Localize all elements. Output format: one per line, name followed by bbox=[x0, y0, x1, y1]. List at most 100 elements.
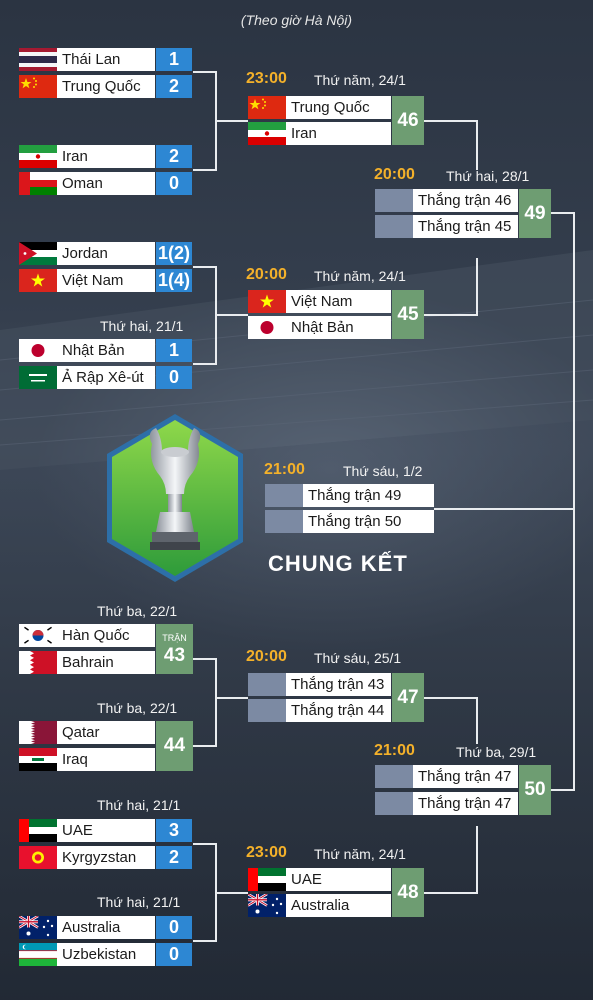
match-date: Thứ hai, 21/1 bbox=[97, 797, 181, 813]
qf-4-away: Australia bbox=[248, 894, 391, 917]
r16-2-away: Oman bbox=[19, 172, 155, 195]
match-number: 44 bbox=[163, 735, 186, 756]
r16-4-home: Nhật Bản bbox=[19, 339, 155, 362]
match-47-badge: 47 bbox=[392, 673, 424, 722]
uae-flag-icon bbox=[248, 868, 286, 891]
r16-4-away: Ả Rập Xê-út bbox=[19, 366, 155, 389]
score: 1(2) bbox=[156, 242, 192, 265]
oman-flag-icon bbox=[19, 172, 57, 195]
match-number: 43 bbox=[163, 644, 186, 666]
r16-8-home: Australia bbox=[19, 916, 155, 939]
kyrgyzstan-flag-icon bbox=[19, 846, 57, 869]
match-date: Thứ năm, 24/1 bbox=[314, 846, 406, 862]
match-49-badge: 49 bbox=[519, 189, 551, 238]
iraq-flag-icon bbox=[19, 748, 57, 771]
team-name: Australia bbox=[291, 897, 350, 914]
placeholder-flag bbox=[375, 215, 413, 238]
korea-flag-icon bbox=[19, 624, 57, 647]
team-name: Thái Lan bbox=[62, 51, 121, 68]
team-name: Thắng trận 45 bbox=[418, 218, 512, 235]
vietnam-flag-icon bbox=[248, 290, 286, 313]
qatar-flag-icon bbox=[19, 721, 57, 744]
iran-flag-icon bbox=[248, 122, 286, 145]
team-name: Iran bbox=[291, 125, 317, 142]
team-name: UAE bbox=[291, 871, 322, 888]
match-date: Thứ sáu, 25/1 bbox=[314, 650, 402, 666]
team-name: Trung Quốc bbox=[62, 78, 141, 95]
team-name: Thắng trận 46 bbox=[418, 192, 512, 209]
match-date: Thứ hai, 21/1 bbox=[97, 894, 181, 910]
placeholder-flag bbox=[375, 765, 413, 788]
score: 1(4) bbox=[156, 269, 192, 292]
score: 2 bbox=[156, 75, 192, 98]
r16-1-away: Trung Quốc bbox=[19, 75, 155, 98]
qf-2-away: Nhật Bản bbox=[248, 316, 391, 339]
match-45-badge: 45 bbox=[392, 290, 424, 339]
match-46-badge: 46 bbox=[392, 96, 424, 145]
final-home: Thắng trận 49 bbox=[265, 484, 434, 507]
uzbekistan-flag-icon bbox=[19, 943, 57, 966]
team-name: Iran bbox=[62, 148, 88, 165]
match-time: 21:00 bbox=[264, 461, 305, 478]
match-date: Thứ năm, 24/1 bbox=[314, 72, 406, 88]
match-date: Thứ ba, 22/1 bbox=[97, 603, 178, 619]
r16-3-home: Jordan bbox=[19, 242, 155, 265]
score: 0 bbox=[156, 943, 192, 966]
sf-1-home: Thắng trận 46 bbox=[375, 189, 518, 212]
placeholder-flag bbox=[248, 673, 286, 696]
china-flag-icon bbox=[19, 75, 57, 98]
team-name: Jordan bbox=[62, 245, 108, 262]
placeholder-flag bbox=[265, 484, 303, 507]
match-time: 23:00 bbox=[246, 844, 287, 861]
match-label: TRẬN bbox=[162, 632, 187, 643]
score: 1 bbox=[156, 48, 192, 71]
r16-6-away: Iraq bbox=[19, 748, 155, 771]
score: 2 bbox=[156, 145, 192, 168]
final-label: CHUNG KẾT bbox=[268, 551, 408, 576]
team-name: Hàn Quốc bbox=[62, 627, 130, 644]
team-name: Thắng trận 47 bbox=[418, 768, 512, 785]
china-flag-icon bbox=[248, 96, 286, 119]
team-name: Kyrgyzstan bbox=[62, 849, 137, 866]
qf-1-home: Trung Quốc bbox=[248, 96, 391, 119]
team-name: Thắng trận 47 bbox=[418, 795, 512, 812]
match-time: 20:00 bbox=[246, 648, 287, 665]
australia-flag-icon bbox=[248, 894, 286, 917]
score: 2 bbox=[156, 846, 192, 869]
r16-7-home: UAE bbox=[19, 819, 155, 842]
match-time: 20:00 bbox=[246, 266, 287, 283]
r16-2-home: Iran bbox=[19, 145, 155, 168]
match-time: 20:00 bbox=[374, 166, 415, 183]
team-name: Uzbekistan bbox=[62, 946, 137, 963]
match-date: Thứ năm, 24/1 bbox=[314, 268, 406, 284]
r16-5-away: Bahrain bbox=[19, 651, 155, 674]
score: 0 bbox=[156, 366, 192, 389]
team-name: Việt Nam bbox=[62, 272, 124, 289]
qf-3-away: Thắng trận 44 bbox=[248, 699, 391, 722]
team-name: Bahrain bbox=[62, 654, 114, 671]
vietnam-flag-icon bbox=[19, 269, 57, 292]
team-name: Australia bbox=[62, 919, 121, 936]
team-name: Thắng trận 50 bbox=[308, 513, 402, 530]
thailand-flag-icon bbox=[19, 48, 57, 71]
australia-flag-icon bbox=[19, 916, 57, 939]
qf-3-home: Thắng trận 43 bbox=[248, 673, 391, 696]
asian-cup-trophy-icon bbox=[107, 414, 243, 582]
bahrain-flag-icon bbox=[19, 651, 57, 674]
placeholder-flag bbox=[248, 699, 286, 722]
score: 0 bbox=[156, 916, 192, 939]
score: 1 bbox=[156, 339, 192, 362]
match-date: Thứ ba, 22/1 bbox=[97, 700, 178, 716]
team-name: Ả Rập Xê-út bbox=[62, 369, 144, 386]
match-date: Thứ sáu, 1/2 bbox=[343, 463, 423, 479]
match-50-badge: 50 bbox=[519, 765, 551, 815]
team-name: Nhật Bản bbox=[62, 342, 125, 359]
match-44-badge: 44 bbox=[156, 721, 193, 771]
match-date: Thứ hai, 21/1 bbox=[100, 318, 184, 334]
team-name: Iraq bbox=[62, 751, 88, 768]
japan-flag-icon bbox=[248, 316, 286, 339]
match-43-badge: TRẬN 43 bbox=[156, 624, 193, 674]
saudi-flag-icon bbox=[19, 366, 57, 389]
qf-1-away: Iran bbox=[248, 122, 391, 145]
